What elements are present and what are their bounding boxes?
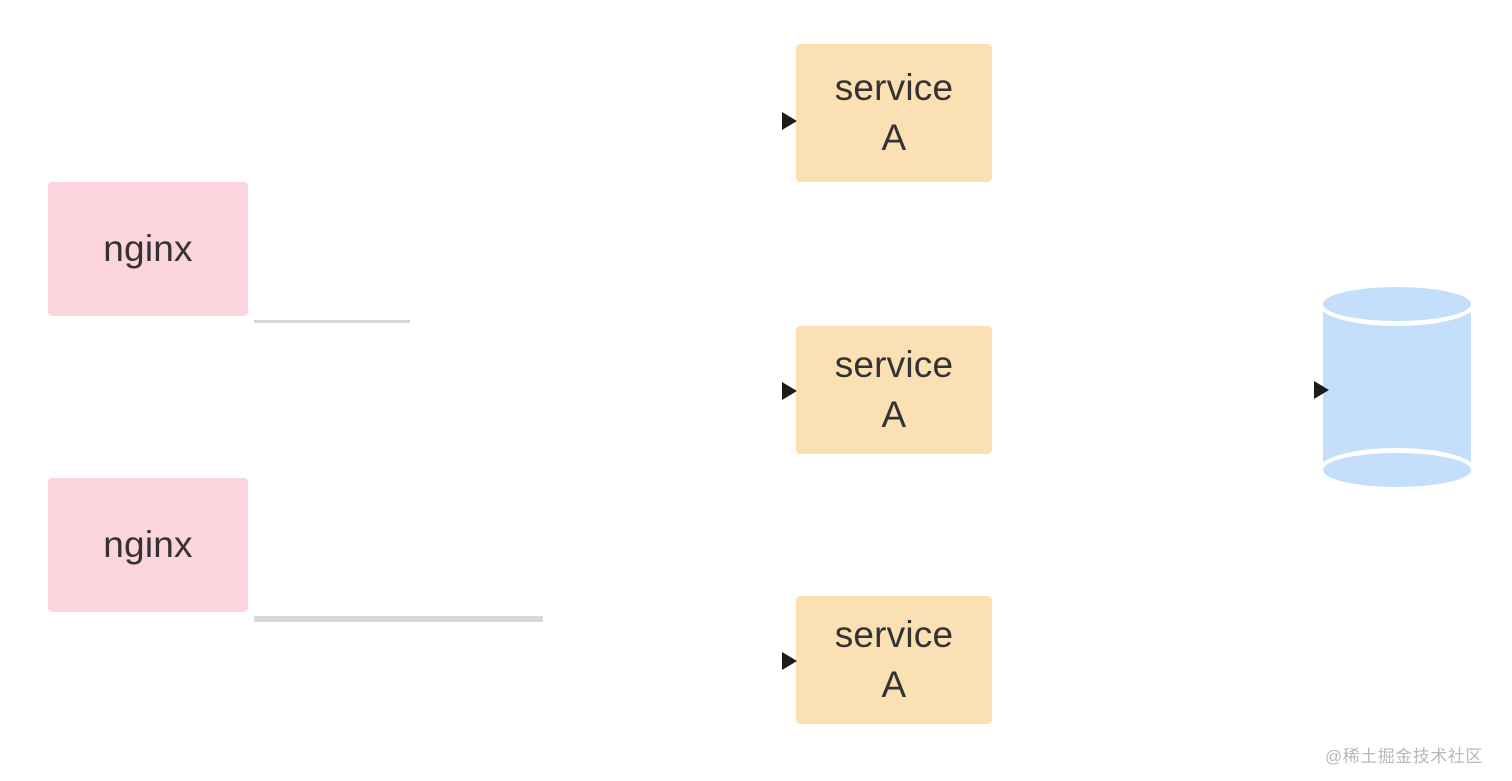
node-label: service A [834,67,954,158]
node-nginx-top[interactable]: nginx [42,176,254,322]
node-label: service A [834,344,954,435]
cylinder-bottom-ellipse [1318,448,1476,492]
node-service-a-3[interactable]: service A [790,590,998,730]
connector-nginx-bottom [254,616,543,622]
arrow-into-service-a-2-icon [782,382,797,400]
arrow-into-database-icon [1314,381,1329,399]
watermark: @稀土掘金技术社区 [1325,747,1483,766]
node-label: service A [834,614,954,705]
node-service-a-2[interactable]: service A [790,320,998,460]
node-label: nginx [103,524,193,566]
node-database-cylinder[interactable] [1318,282,1476,492]
arrow-into-service-a-3-icon [782,652,797,670]
arrow-into-service-a-1-icon [782,112,797,130]
node-nginx-bottom[interactable]: nginx [42,472,254,618]
node-service-a-1[interactable]: service A [790,38,998,188]
node-label: nginx [103,228,193,270]
cylinder-body [1318,300,1476,474]
cylinder-top-ellipse [1318,282,1476,326]
connector-nginx-top [254,320,410,323]
